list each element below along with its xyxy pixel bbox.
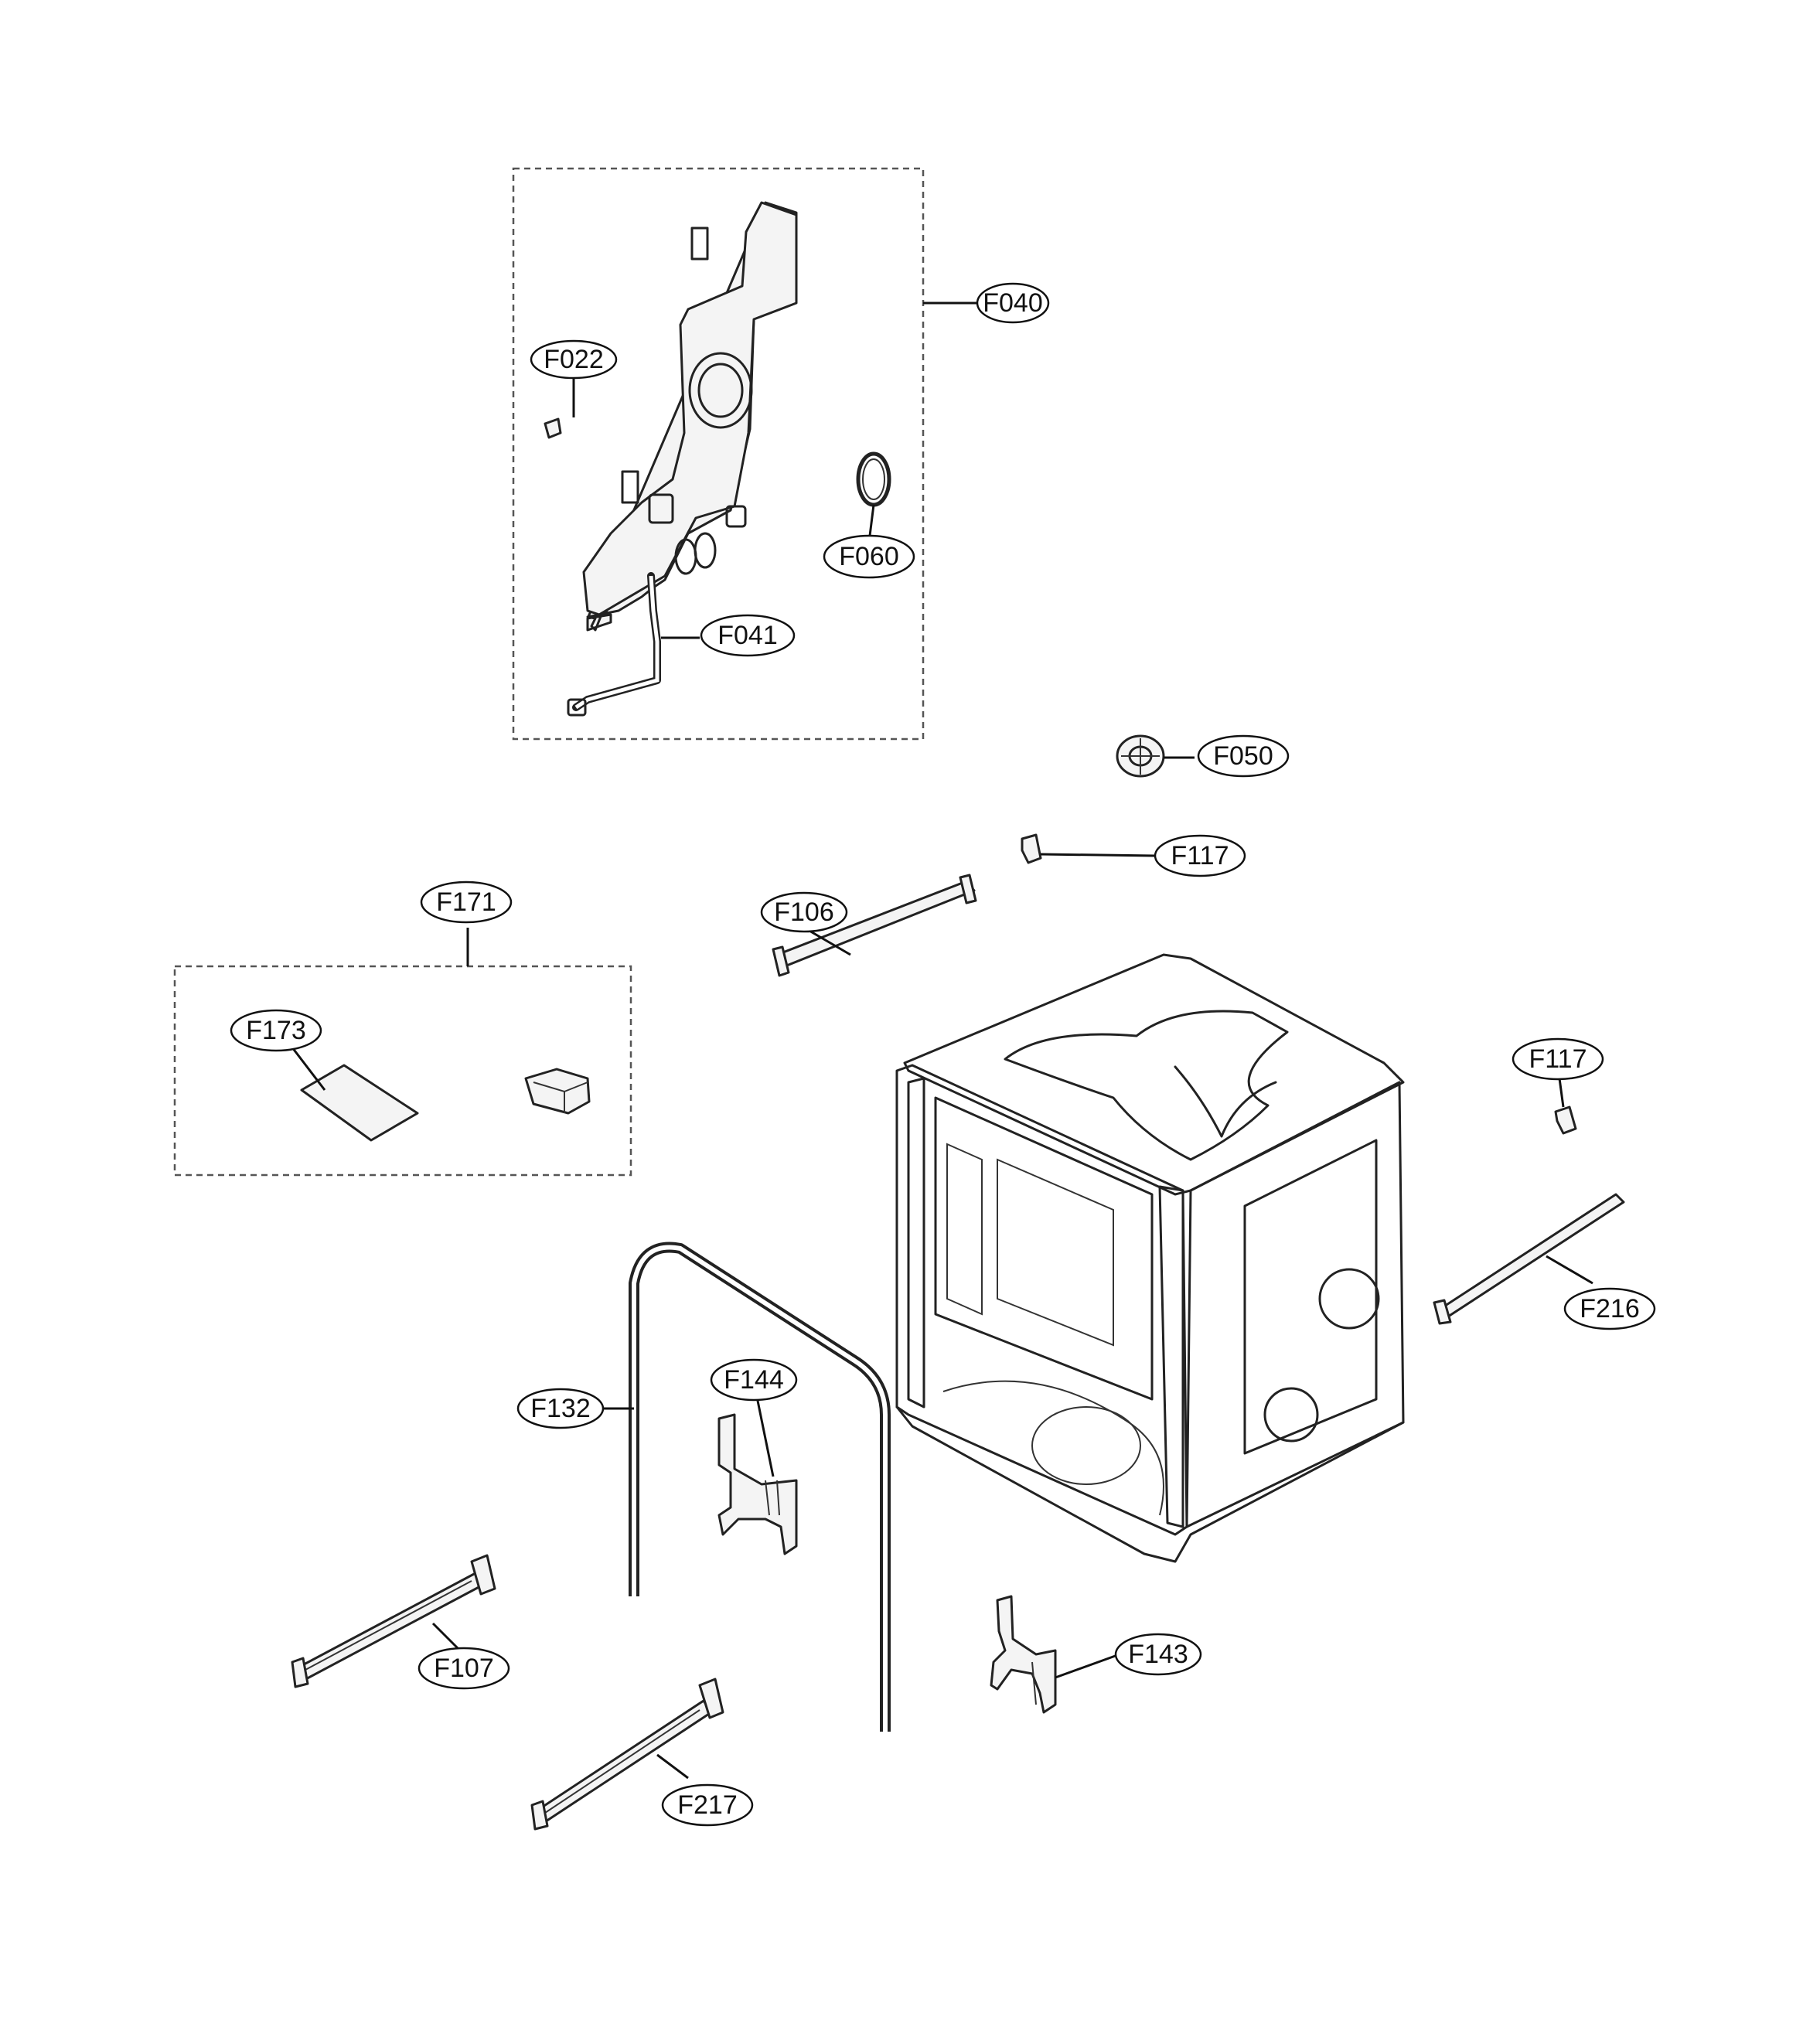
callout-f022: F022 — [530, 339, 618, 380]
callout-f132: F132 — [516, 1388, 605, 1429]
rack-rail-f107-part — [291, 1554, 496, 1688]
leader-f173 — [291, 1047, 326, 1091]
leader-f144 — [756, 1400, 775, 1477]
latch-part — [524, 1068, 591, 1115]
hinge-f144-part — [717, 1413, 798, 1555]
callout-f106-label: F106 — [774, 898, 834, 927]
callout-f173: F173 — [230, 1009, 322, 1052]
callout-f050-label: F050 — [1213, 741, 1273, 771]
callout-f143: F143 — [1114, 1633, 1202, 1676]
callout-f144-label: F144 — [724, 1365, 784, 1395]
callout-f171: F171 — [420, 881, 513, 924]
hinge-f143-part — [990, 1595, 1057, 1714]
label-sheet-f173-part — [300, 1064, 419, 1142]
leader-f117-right — [1558, 1078, 1565, 1108]
leader-f117-top — [1040, 853, 1157, 857]
vent-panel-part — [582, 201, 798, 632]
callout-f173-label: F173 — [246, 1016, 306, 1045]
rack-rail-f217-part — [530, 1678, 724, 1831]
callout-f106: F106 — [760, 891, 848, 933]
callout-f117-right-label: F117 — [1529, 1044, 1587, 1074]
callout-f217: F217 — [661, 1783, 754, 1827]
callout-f107-label: F107 — [434, 1654, 494, 1683]
leader-f217 — [656, 1753, 689, 1780]
callout-f171-label: F171 — [436, 887, 496, 917]
leader-f060 — [868, 504, 875, 537]
callout-f060-label: F060 — [839, 542, 899, 571]
leader-f216 — [1546, 1255, 1593, 1285]
clip-f022-part — [544, 417, 562, 439]
callout-f132-label: F132 — [530, 1394, 591, 1423]
tub-part — [895, 953, 1405, 1563]
callout-f143-label: F143 — [1128, 1640, 1188, 1669]
callout-f117-top-label: F117 — [1171, 841, 1229, 870]
leader-f143 — [1055, 1653, 1120, 1679]
callout-f107: F107 — [418, 1647, 510, 1690]
f040-group-box — [512, 167, 925, 741]
callout-f144: F144 — [710, 1358, 798, 1402]
callout-f040: F040 — [976, 282, 1050, 324]
callout-f216-label: F216 — [1580, 1294, 1640, 1323]
callout-f041-label: F041 — [717, 621, 778, 650]
door-gasket-f132-part — [629, 1242, 891, 1732]
callout-f117-top: F117 — [1154, 834, 1246, 877]
hose-part — [567, 572, 661, 717]
callout-f217-label: F217 — [677, 1790, 738, 1820]
callout-f050: F050 — [1197, 734, 1290, 778]
rail-f106-part — [772, 874, 977, 977]
callout-f040-label: F040 — [983, 288, 1043, 318]
callout-f041: F041 — [700, 614, 796, 657]
callout-f060: F060 — [823, 534, 915, 579]
callout-f216: F216 — [1563, 1287, 1656, 1330]
clip-f117-top-part — [1021, 833, 1042, 864]
callout-f022-label: F022 — [544, 345, 604, 374]
rail-f216-part — [1433, 1193, 1625, 1325]
ring-f060-part — [856, 451, 891, 507]
clip-f117-right-part — [1554, 1105, 1577, 1135]
cap-f050-part — [1116, 734, 1165, 778]
callout-f117-right: F117 — [1512, 1037, 1604, 1081]
f171-group-box — [173, 965, 632, 1177]
